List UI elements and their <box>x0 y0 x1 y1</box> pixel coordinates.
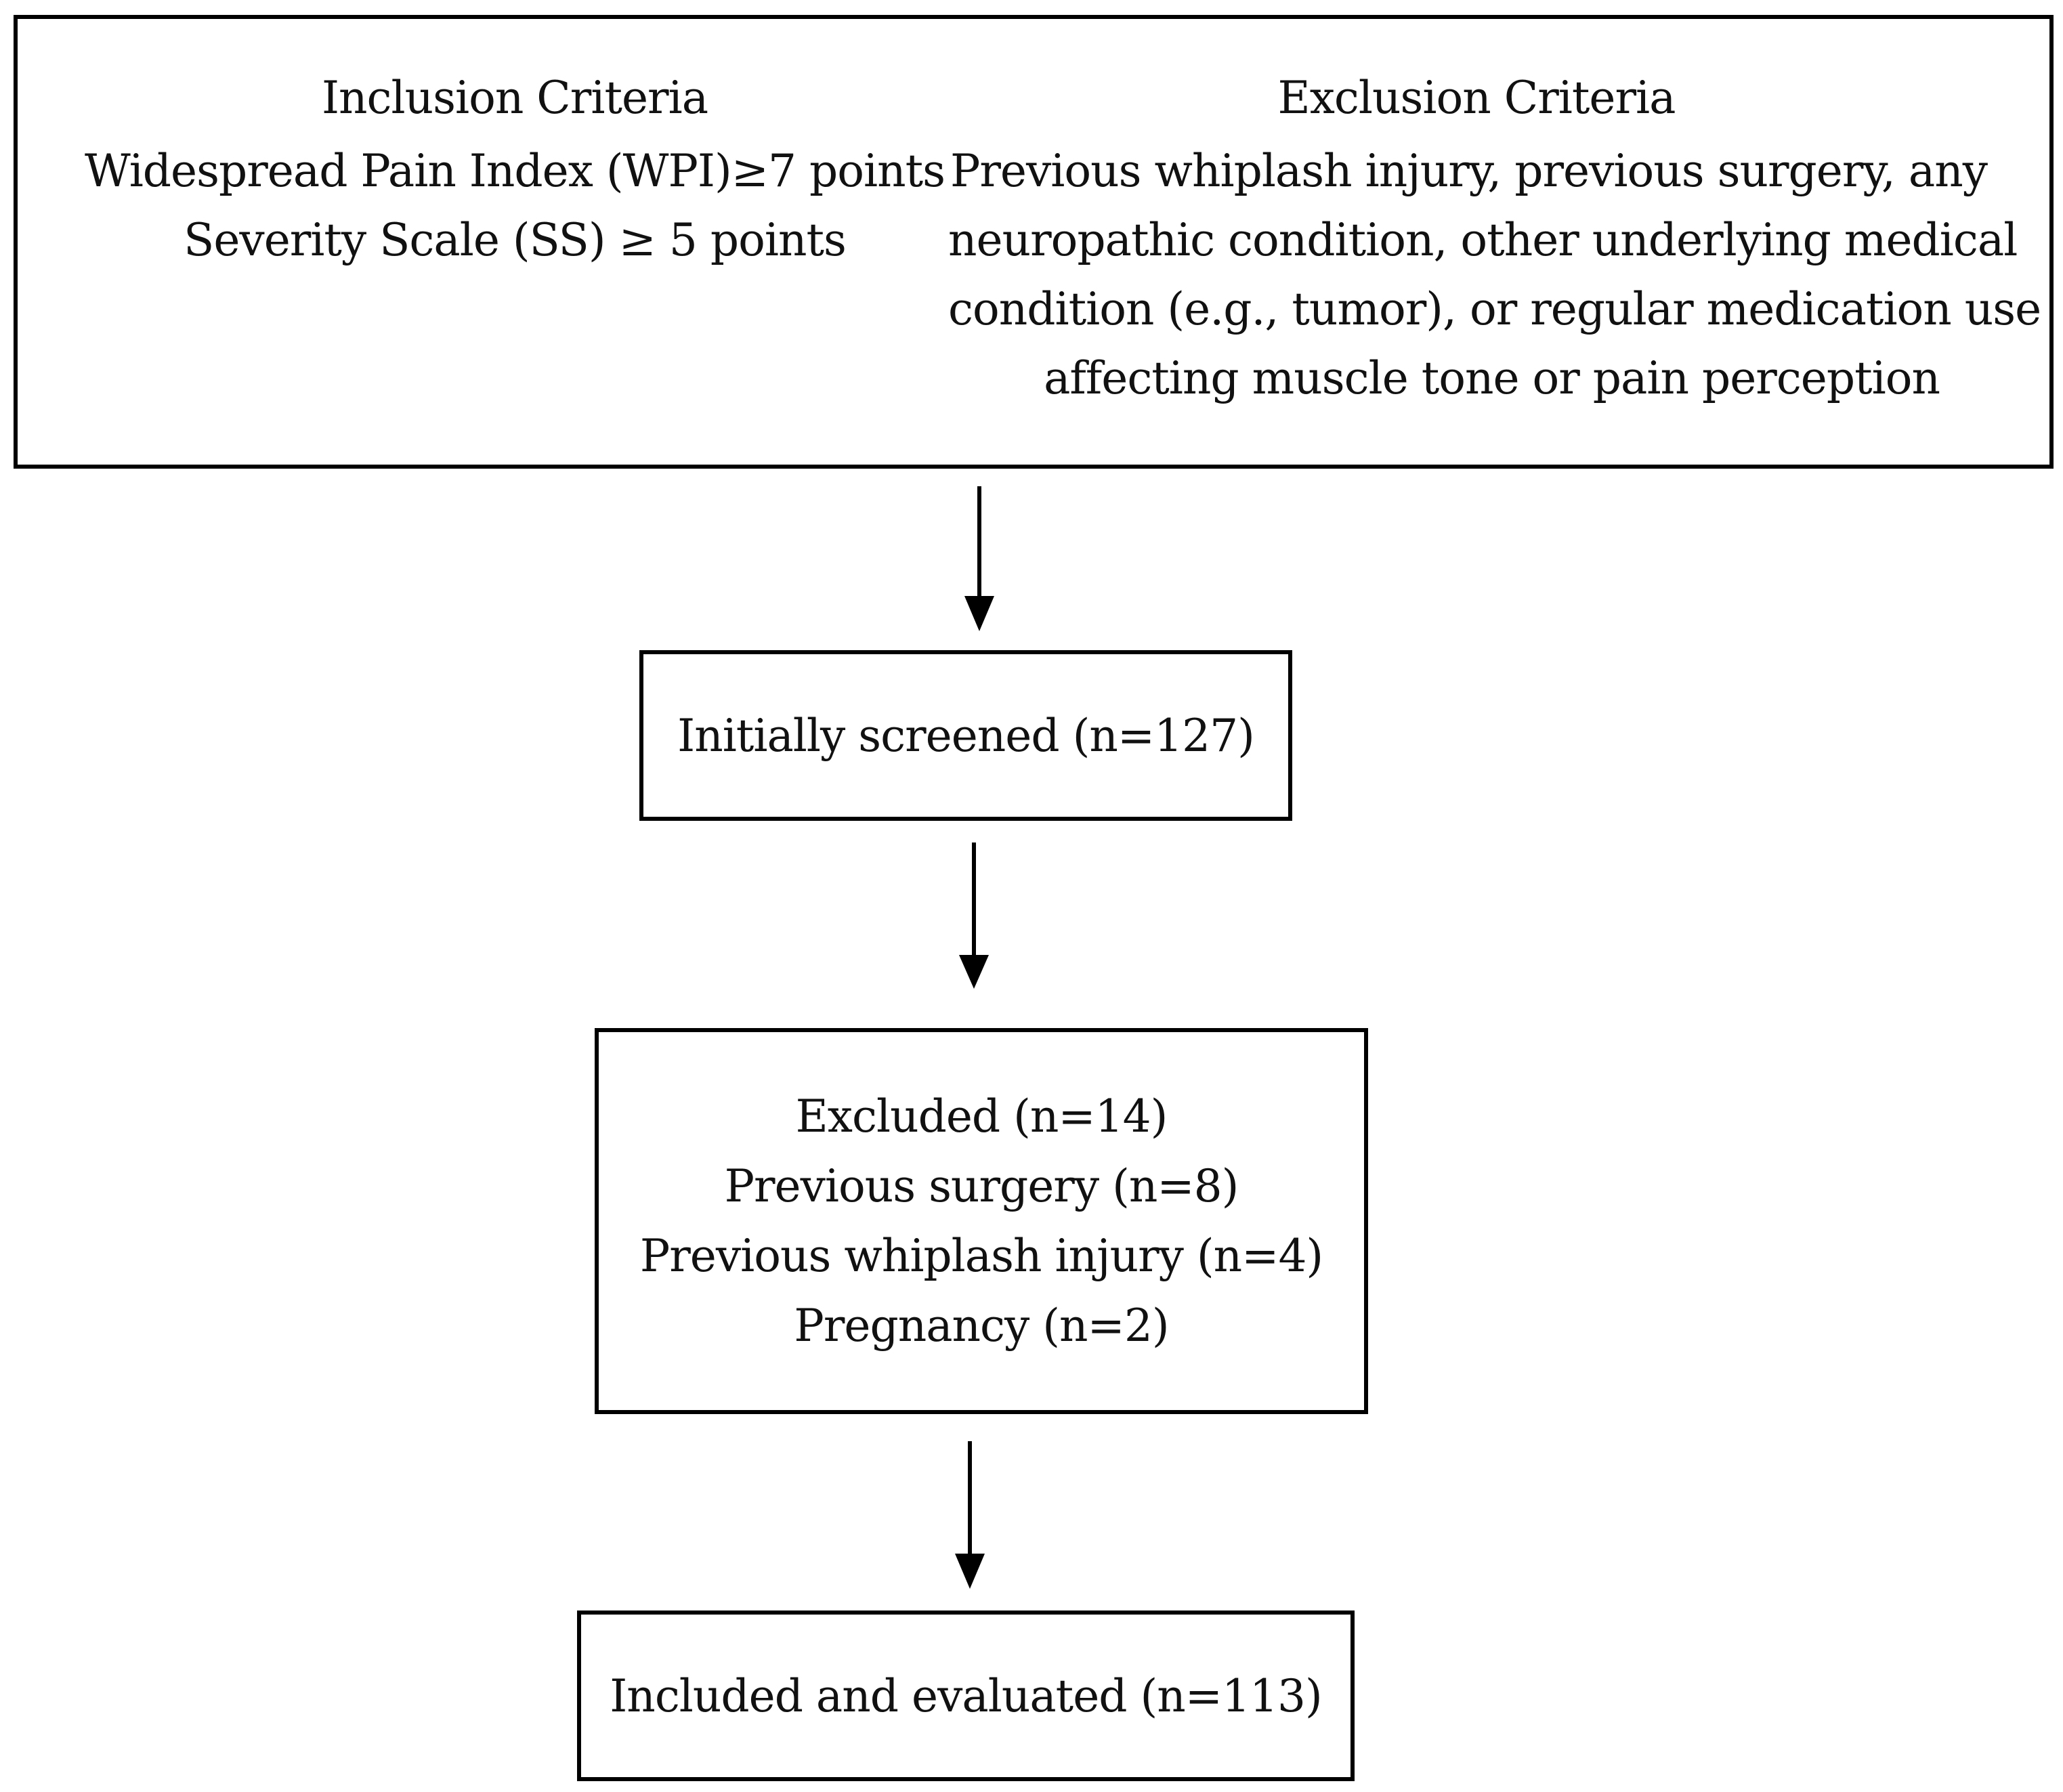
inclusion-criteria-title: Inclusion Criteria <box>321 72 708 124</box>
exclusion-criteria-line-2: neuropathic condition, other underlying … <box>948 214 2018 266</box>
excluded-previous-whiplash: Previous whiplash injury (n=4) <box>639 1230 1323 1282</box>
excluded-previous-surgery: Previous surgery (n=8) <box>724 1160 1239 1212</box>
excluded-total: Excluded (n=14) <box>795 1090 1168 1143</box>
criteria-box <box>14 15 2054 469</box>
inclusion-criteria-line-2: Severity Scale (SS) ≥ 5 points <box>184 214 847 266</box>
arrow-screened-to-excluded <box>959 842 989 989</box>
exclusion-criteria-title: Exclusion Criteria <box>1277 72 1676 124</box>
included-box: Included and evaluated (n=113) <box>577 1610 1355 1781</box>
exclusion-criteria-line-3: condition (e.g., tumor), or regular medi… <box>948 283 2041 335</box>
exclusion-criteria-line-4: affecting muscle tone or pain perception <box>1044 352 1940 404</box>
arrow-criteria-to-screened <box>964 486 994 631</box>
screened-label: Initially screened (n=127) <box>677 709 1255 762</box>
excluded-pregnancy: Pregnancy (n=2) <box>794 1300 1169 1352</box>
arrow-excluded-to-included <box>955 1441 985 1589</box>
included-label: Included and evaluated (n=113) <box>610 1669 1323 1722</box>
screened-box: Initially screened (n=127) <box>639 650 1292 821</box>
exclusion-criteria-line-1: Previous whiplash injury, previous surge… <box>950 145 1988 197</box>
excluded-box: Excluded (n=14) Previous surgery (n=8) P… <box>595 1028 1368 1414</box>
inclusion-criteria-line-1: Widespread Pain Index (WPI)≥7 points <box>85 145 945 197</box>
